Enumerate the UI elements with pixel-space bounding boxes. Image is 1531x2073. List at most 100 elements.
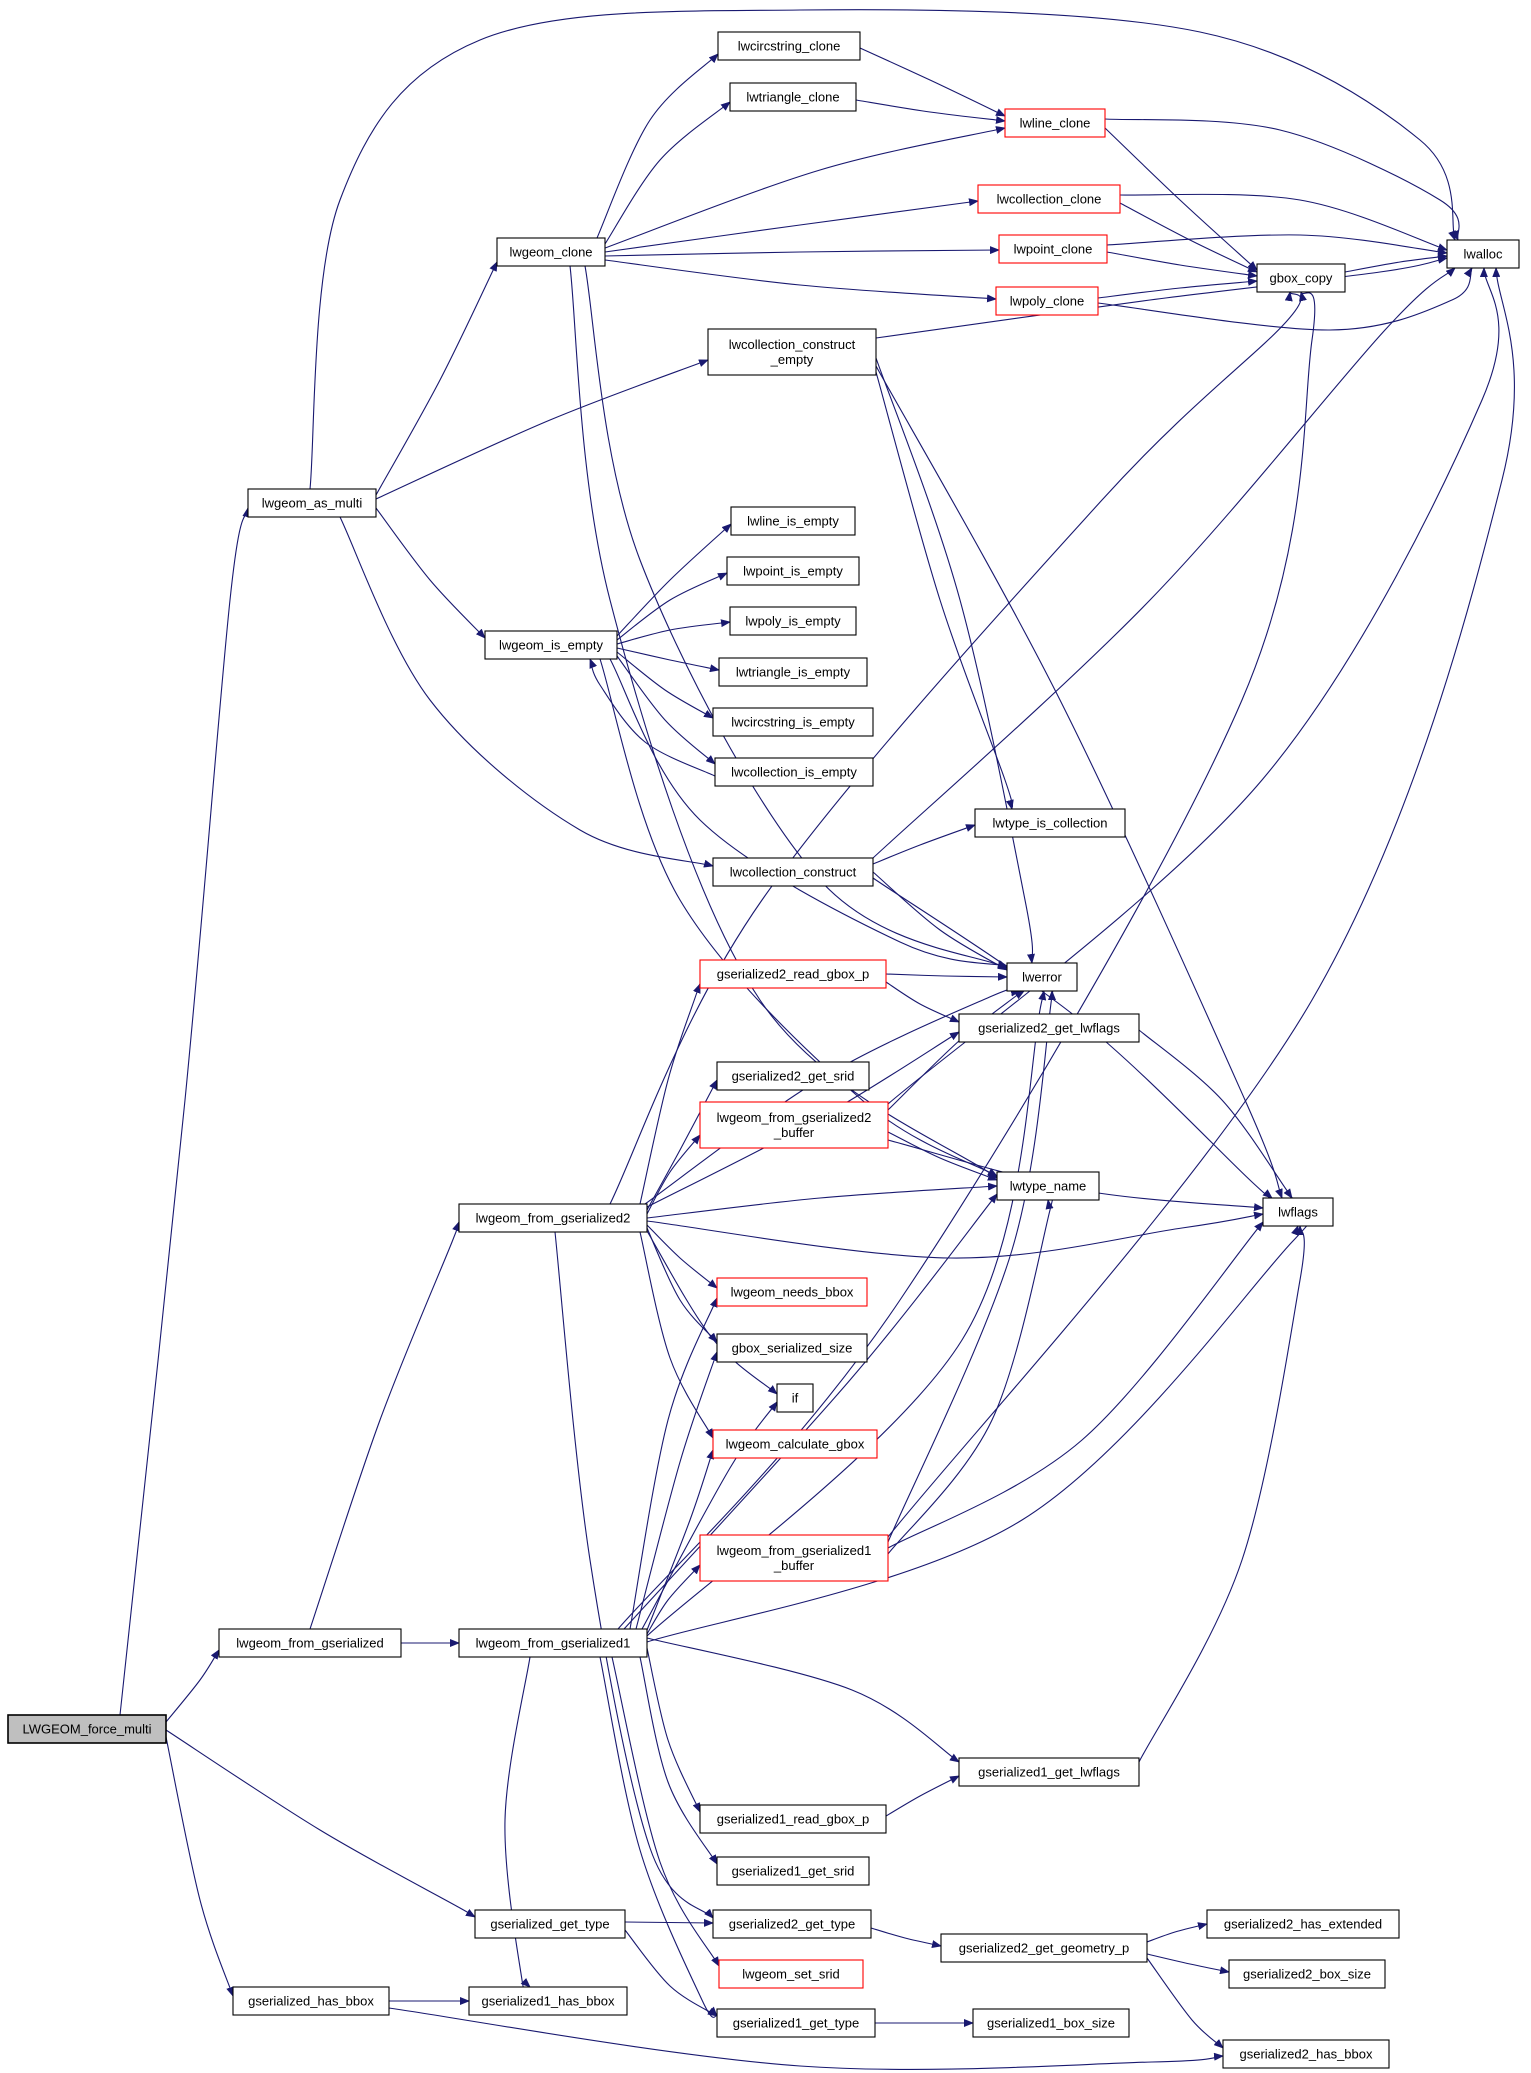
node-g_get_type[interactable]: gserialized_get_type bbox=[474, 1909, 626, 1939]
node-box-triangle_clone[interactable] bbox=[729, 82, 857, 112]
node-point_clone[interactable]: lwpoint_clone bbox=[998, 234, 1108, 264]
node-box-g2_get_srid[interactable] bbox=[716, 1061, 870, 1091]
node-box-gbox_copy[interactable] bbox=[1256, 263, 1346, 293]
node-lwflags[interactable]: lwflags bbox=[1262, 1197, 1334, 1227]
node-box-g2_box_size[interactable] bbox=[1228, 1959, 1386, 1989]
node-box-g1_get_type[interactable] bbox=[716, 2008, 876, 2038]
node-needs_bbox[interactable]: lwgeom_needs_bbox bbox=[716, 1277, 868, 1307]
node-point_is_empty[interactable]: lwpoint_is_empty bbox=[726, 556, 860, 586]
node-box-g2_get_lwflags[interactable] bbox=[958, 1013, 1140, 1043]
node-box-g2_get_type[interactable] bbox=[712, 1909, 872, 1939]
node-box-g2_get_geom_p[interactable] bbox=[940, 1933, 1148, 1963]
node-box-from_g[interactable] bbox=[218, 1628, 402, 1658]
node-box-line_clone[interactable] bbox=[1004, 108, 1106, 138]
node-g2_get_srid[interactable]: gserialized2_get_srid bbox=[716, 1061, 870, 1091]
node-box-type_is_collection[interactable] bbox=[974, 808, 1126, 838]
node-box-from_g1_buffer[interactable] bbox=[699, 1534, 889, 1582]
node-box-g1_get_lwflags[interactable] bbox=[958, 1757, 1140, 1787]
node-g2_read_gbox[interactable]: gserialized2_read_gbox_p bbox=[699, 959, 887, 989]
node-box-if_node[interactable] bbox=[776, 1383, 814, 1413]
node-box-triangle_is_empty[interactable] bbox=[718, 657, 868, 687]
node-box-from_g1[interactable] bbox=[458, 1628, 648, 1658]
node-circstring_is_empty[interactable]: lwcircstring_is_empty bbox=[712, 707, 874, 737]
node-box-lwerror[interactable] bbox=[1006, 962, 1078, 992]
node-g2_get_geom_p[interactable]: gserialized2_get_geometry_p bbox=[940, 1933, 1148, 1963]
node-poly_is_empty[interactable]: lwpoly_is_empty bbox=[729, 606, 857, 636]
node-is_empty[interactable]: lwgeom_is_empty bbox=[484, 630, 618, 660]
node-g1_has_bbox[interactable]: gserialized1_has_bbox bbox=[468, 1986, 628, 2016]
node-box-coll_construct_empty[interactable] bbox=[707, 328, 877, 376]
node-coll_construct_empty[interactable]: lwcollection_construct_empty bbox=[707, 328, 877, 376]
node-g1_get_type[interactable]: gserialized1_get_type bbox=[716, 2008, 876, 2038]
node-box-circstring_clone[interactable] bbox=[717, 31, 861, 61]
node-g1_get_srid[interactable]: gserialized1_get_srid bbox=[716, 1856, 870, 1886]
node-lwerror[interactable]: lwerror bbox=[1006, 962, 1078, 992]
node-as_multi[interactable]: lwgeom_as_multi bbox=[247, 488, 377, 518]
node-type_is_collection[interactable]: lwtype_is_collection bbox=[974, 808, 1126, 838]
node-line_is_empty[interactable]: lwline_is_empty bbox=[730, 506, 856, 536]
node-box-lwalloc[interactable] bbox=[1446, 239, 1520, 269]
node-collection_clone[interactable]: lwcollection_clone bbox=[977, 184, 1121, 214]
node-lwalloc[interactable]: lwalloc bbox=[1446, 239, 1520, 269]
node-coll_construct[interactable]: lwcollection_construct bbox=[712, 857, 874, 887]
node-box-as_multi[interactable] bbox=[247, 488, 377, 518]
node-g1_get_lwflags[interactable]: gserialized1_get_lwflags bbox=[958, 1757, 1140, 1787]
node-from_g[interactable]: lwgeom_from_gserialized bbox=[218, 1628, 402, 1658]
node-line_clone[interactable]: lwline_clone bbox=[1004, 108, 1106, 138]
node-box-g2_read_gbox[interactable] bbox=[699, 959, 887, 989]
node-triangle_is_empty[interactable]: lwtriangle_is_empty bbox=[718, 657, 868, 687]
node-box-point_clone[interactable] bbox=[998, 234, 1108, 264]
node-gbox_copy[interactable]: gbox_copy bbox=[1256, 263, 1346, 293]
node-box-g2_has_ext[interactable] bbox=[1206, 1909, 1400, 1939]
node-box-g2_has_bbox[interactable] bbox=[1222, 2039, 1390, 2069]
node-box-g1_read_gbox[interactable] bbox=[699, 1804, 887, 1834]
node-box-g1_box_size[interactable] bbox=[972, 2008, 1130, 2038]
node-collection_is_empty[interactable]: lwcollection_is_empty bbox=[714, 757, 874, 787]
node-from_g2_buffer[interactable]: lwgeom_from_gserialized2_buffer bbox=[699, 1101, 889, 1149]
node-box-collection_is_empty[interactable] bbox=[714, 757, 874, 787]
node-force_multi[interactable]: LWGEOM_force_multi bbox=[7, 1714, 167, 1744]
node-from_g1[interactable]: lwgeom_from_gserialized1 bbox=[458, 1628, 648, 1658]
node-box-lwflags[interactable] bbox=[1262, 1197, 1334, 1227]
node-g1_box_size[interactable]: gserialized1_box_size bbox=[972, 2008, 1130, 2038]
node-box-from_g2_buffer[interactable] bbox=[699, 1101, 889, 1149]
node-poly_clone[interactable]: lwpoly_clone bbox=[995, 286, 1099, 316]
node-box-clone[interactable] bbox=[496, 237, 606, 267]
node-g2_box_size[interactable]: gserialized2_box_size bbox=[1228, 1959, 1386, 1989]
node-box-from_g2[interactable] bbox=[458, 1203, 648, 1233]
node-box-calc_gbox[interactable] bbox=[712, 1429, 878, 1459]
node-circstring_clone[interactable]: lwcircstring_clone bbox=[717, 31, 861, 61]
node-box-type_name[interactable] bbox=[996, 1171, 1100, 1201]
node-box-g_has_bbox[interactable] bbox=[232, 1986, 390, 2016]
node-g2_get_lwflags[interactable]: gserialized2_get_lwflags bbox=[958, 1013, 1140, 1043]
node-box-point_is_empty[interactable] bbox=[726, 556, 860, 586]
node-box-is_empty[interactable] bbox=[484, 630, 618, 660]
node-box-poly_is_empty[interactable] bbox=[729, 606, 857, 636]
node-clone[interactable]: lwgeom_clone bbox=[496, 237, 606, 267]
node-box-line_is_empty[interactable] bbox=[730, 506, 856, 536]
node-box-circstring_is_empty[interactable] bbox=[712, 707, 874, 737]
node-box-g1_get_srid[interactable] bbox=[716, 1856, 870, 1886]
node-g_has_bbox[interactable]: gserialized_has_bbox bbox=[232, 1986, 390, 2016]
node-from_g1_buffer[interactable]: lwgeom_from_gserialized1_buffer bbox=[699, 1534, 889, 1582]
node-g2_get_type[interactable]: gserialized2_get_type bbox=[712, 1909, 872, 1939]
node-gbox_ser_size[interactable]: gbox_serialized_size bbox=[716, 1333, 868, 1363]
node-type_name[interactable]: lwtype_name bbox=[996, 1171, 1100, 1201]
node-box-g1_has_bbox[interactable] bbox=[468, 1986, 628, 2016]
node-if_node[interactable]: if bbox=[776, 1383, 814, 1413]
node-box-needs_bbox[interactable] bbox=[716, 1277, 868, 1307]
node-g1_read_gbox[interactable]: gserialized1_read_gbox_p bbox=[699, 1804, 887, 1834]
node-from_g2[interactable]: lwgeom_from_gserialized2 bbox=[458, 1203, 648, 1233]
node-box-force_multi[interactable] bbox=[7, 1714, 167, 1744]
node-box-coll_construct[interactable] bbox=[712, 857, 874, 887]
node-g2_has_bbox[interactable]: gserialized2_has_bbox bbox=[1222, 2039, 1390, 2069]
node-box-collection_clone[interactable] bbox=[977, 184, 1121, 214]
node-set_srid[interactable]: lwgeom_set_srid bbox=[718, 1959, 864, 1989]
node-calc_gbox[interactable]: lwgeom_calculate_gbox bbox=[712, 1429, 878, 1459]
node-box-set_srid[interactable] bbox=[718, 1959, 864, 1989]
node-box-poly_clone[interactable] bbox=[995, 286, 1099, 316]
node-box-gbox_ser_size[interactable] bbox=[716, 1333, 868, 1363]
node-box-g_get_type[interactable] bbox=[474, 1909, 626, 1939]
node-triangle_clone[interactable]: lwtriangle_clone bbox=[729, 82, 857, 112]
node-g2_has_ext[interactable]: gserialized2_has_extended bbox=[1206, 1909, 1400, 1939]
